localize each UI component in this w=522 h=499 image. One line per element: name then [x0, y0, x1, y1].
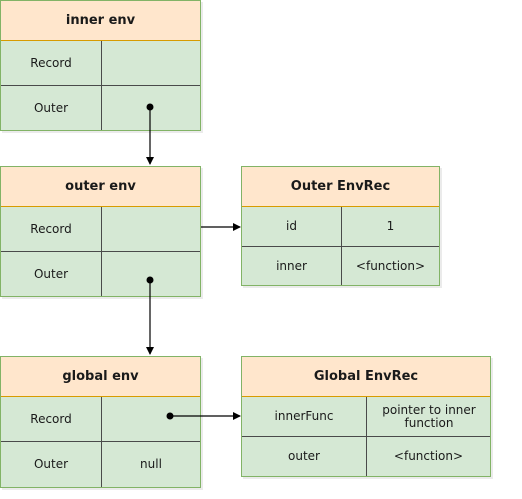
inner-to-outer-env-arrow	[146, 103, 154, 165]
outer-env-outer-label: Outer	[33, 266, 69, 281]
global-env-outer-value: null	[140, 457, 162, 471]
inner-env-title: inner env	[1, 1, 200, 41]
outer-env-title: outer env	[1, 167, 200, 207]
global-envrec-key-outer: outer	[288, 449, 320, 463]
outer-envrec-box: Outer EnvRec id 1 inner <function>	[241, 166, 440, 286]
global-env-outer-label: Outer	[33, 457, 69, 471]
outer-envrec-key-inner: inner	[276, 258, 307, 273]
global-env-record-arrow	[166, 412, 241, 420]
global-env-title: global env	[1, 357, 200, 397]
outer-env-box: outer env Record Outer	[0, 166, 201, 297]
outer-envrec-value-id: 1	[386, 219, 395, 233]
outer-envrec-key-id: id	[286, 219, 297, 233]
global-envrec-title: Global EnvRec	[242, 357, 490, 397]
global-env-record-label: Record	[30, 411, 72, 426]
outer-env-record-label: Record	[30, 221, 72, 236]
global-env-box: global env Record Outer null	[0, 356, 201, 488]
inner-env-box: inner env Record Outer	[0, 0, 201, 131]
global-envrec-value-innerfunc: pointer to inner function	[382, 402, 476, 430]
inner-env-outer-label: Outer	[33, 100, 69, 115]
outer-envrec-value-inner: <function>	[355, 258, 426, 273]
global-envrec-box: Global EnvRec innerFunc pointer to inner…	[241, 356, 491, 477]
outer-envrec-title: Outer EnvRec	[242, 167, 439, 207]
outer-to-global-env-arrow	[146, 276, 154, 355]
global-envrec-key-innerfunc: innerFunc	[274, 409, 334, 423]
inner-env-record-label: Record	[30, 55, 72, 70]
global-envrec-value-outer: <function>	[393, 449, 464, 463]
